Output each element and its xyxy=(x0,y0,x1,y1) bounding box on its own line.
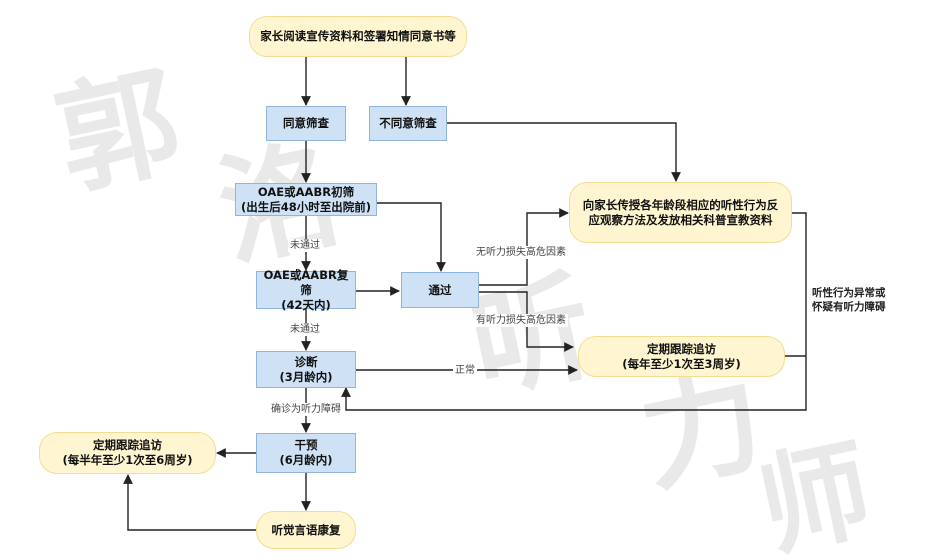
parent-education-line2: 应观察方法及发放相关科普宣教资料 xyxy=(588,212,773,227)
pass-label: 通过 xyxy=(428,282,452,297)
initial-screening-subtitle: (出生后48小时至出院前) xyxy=(240,199,371,214)
start-node: 家长阅读宣传资料和签署知情同意书等 xyxy=(249,16,467,57)
pass-node: 通过 xyxy=(401,272,479,308)
followup-6yr-title: 定期跟踪追访 xyxy=(93,438,162,452)
abnormal-behavior-note: 听性行为异常或 怀疑有听力障碍 xyxy=(812,286,886,314)
rescreen-subtitle: (42天内) xyxy=(281,297,331,312)
diagnosis-title: 诊断 xyxy=(294,354,318,369)
edge-label-fail-rescreen: 未通过 xyxy=(288,323,322,336)
parent-education-line1: 向家长传授各年龄段相应的听性行为反 xyxy=(582,197,779,212)
start-label: 家长阅读宣传资料和签署知情同意书等 xyxy=(260,29,456,43)
rehabilitation-label: 听觉言语康复 xyxy=(271,522,341,537)
abnormal-behavior-line2: 怀疑有听力障碍 xyxy=(812,301,886,313)
initial-screening-node: OAE或AABR初筛 (出生后48小时至出院前) xyxy=(235,183,377,216)
edge-label-has-risk: 有听力损失高危因素 xyxy=(474,314,568,327)
diagnosis-subtitle: (3月龄内) xyxy=(279,369,333,384)
disagree-screening-label: 不同意筛查 xyxy=(379,116,437,130)
agree-screening-node: 同意筛查 xyxy=(266,106,346,141)
rescreen-title: OAE或AABR复筛 xyxy=(263,267,349,297)
edge-label-no-risk: 无听力损失高危因素 xyxy=(474,246,568,259)
followup-3yr-title: 定期跟踪追访 xyxy=(647,341,716,356)
diagnosis-node: 诊断 (3月龄内) xyxy=(256,351,356,388)
initial-screening-title: OAE或AABR初筛 xyxy=(257,184,355,199)
followup-6yr-node: 定期跟踪追访 (每半年至少1次至6周岁) xyxy=(39,432,216,474)
intervention-subtitle: (6月龄内) xyxy=(279,453,333,467)
intervention-title: 干预 xyxy=(294,438,318,452)
edge-label-fail-initial: 未通过 xyxy=(288,239,322,252)
edge-label-confirmed: 确诊为听力障碍 xyxy=(269,403,343,416)
intervention-node: 干预 (6月龄内) xyxy=(256,433,356,473)
disagree-screening-node: 不同意筛查 xyxy=(369,106,447,141)
abnormal-behavior-line1: 听性行为异常或 xyxy=(812,287,886,299)
followup-3yr-node: 定期跟踪追访 (每年至少1次至3周岁) xyxy=(578,336,785,377)
parent-education-node: 向家长传授各年龄段相应的听性行为反 应观察方法及发放相关科普宣教资料 xyxy=(569,182,792,243)
followup-6yr-subtitle: (每半年至少1次至6周岁) xyxy=(62,453,193,467)
followup-3yr-subtitle: (每年至少1次至3周岁) xyxy=(622,356,741,371)
rehabilitation-node: 听觉言语康复 xyxy=(256,511,356,549)
rescreen-node: OAE或AABR复筛 (42天内) xyxy=(256,267,356,312)
edge-label-normal: 正常 xyxy=(453,364,477,377)
agree-screening-label: 同意筛查 xyxy=(283,116,329,130)
